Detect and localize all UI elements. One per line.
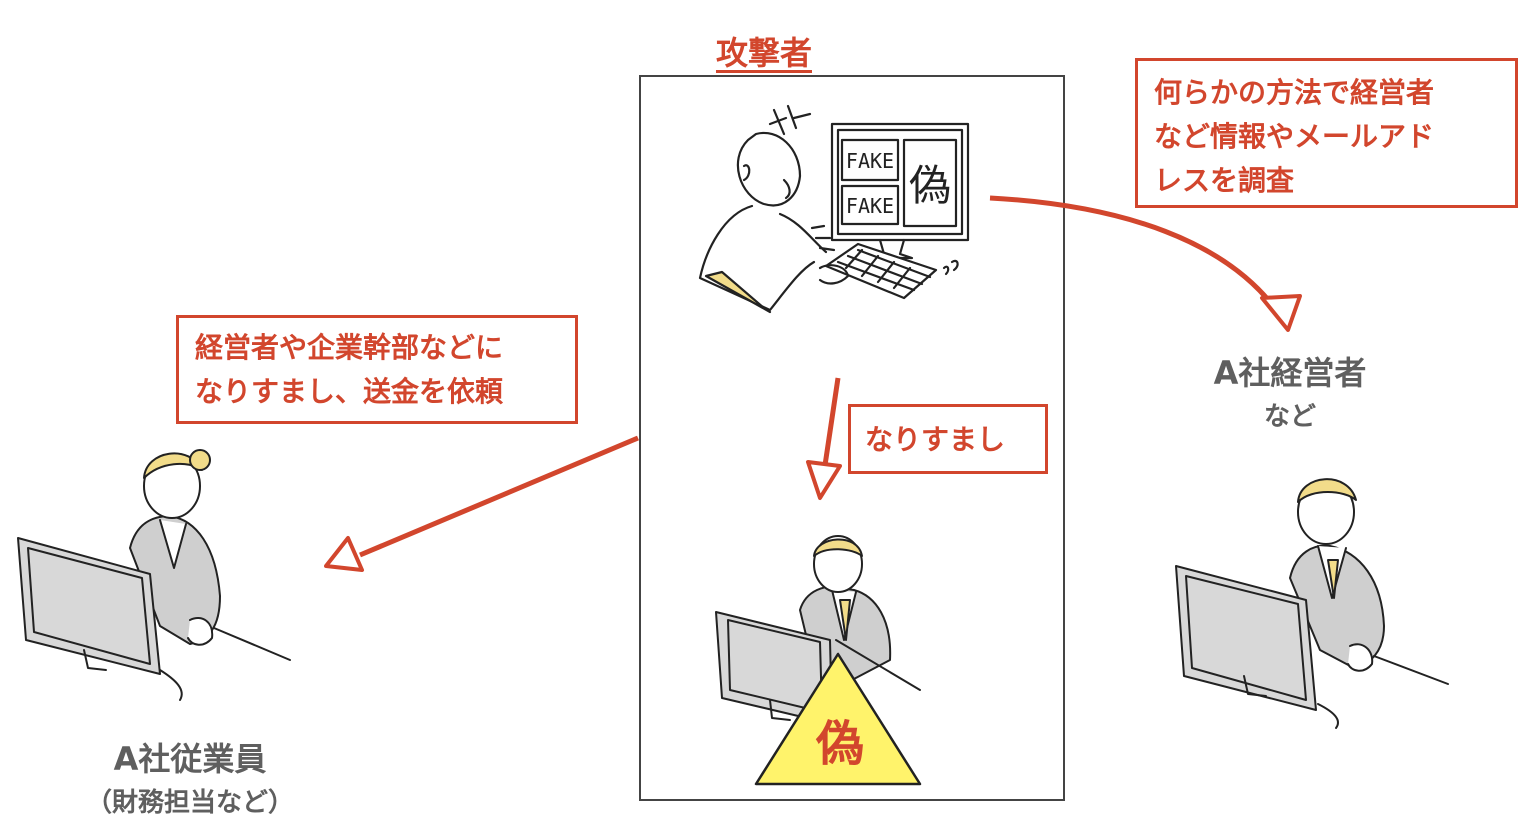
employee-figure [17,449,291,701]
callout-impersonate-request: 経営者や企業幹部などに なりすまし、送金を依頼 [176,315,578,424]
arrow-to-employee [359,435,639,558]
callout-research-text: 何らかの方法で経営者 など情報やメールアド レスを調査 [1154,76,1435,197]
arrowhead-to-impostor [806,460,842,500]
executive-suffix: など [1263,402,1316,432]
callout-impersonation: なりすまし [848,404,1048,474]
callout-impersonate-request-text: 経営者や企業幹部などに なりすまし、送金を依頼 [195,331,504,408]
impostor-figure [715,535,921,725]
employee-name: A社従業員 [113,740,267,778]
warning-triangle [754,652,922,786]
arrowhead-to-executive [1260,294,1302,332]
arrow-to-impostor [821,377,841,473]
attacker-title: 攻撃者 [715,34,812,72]
warning-kanji: 偽 [815,716,864,772]
callout-impersonation-text: なりすまし [865,423,1006,456]
fake-label-2: FAKE [846,194,894,218]
fake-kanji: 偽 [909,161,951,210]
fake-label-1: FAKE [846,149,894,173]
attacker-frame [639,75,1065,801]
arrow-to-executive [989,195,1285,320]
callout-research: 何らかの方法で経営者 など情報やメールアド レスを調査 [1135,58,1518,208]
employee-role: （財務担当など） [85,788,294,818]
executive-figure [1175,478,1449,729]
hacker-illustration [698,104,970,314]
arrowhead-to-employee [324,536,364,572]
executive-name: A社経営者 [1213,354,1367,392]
